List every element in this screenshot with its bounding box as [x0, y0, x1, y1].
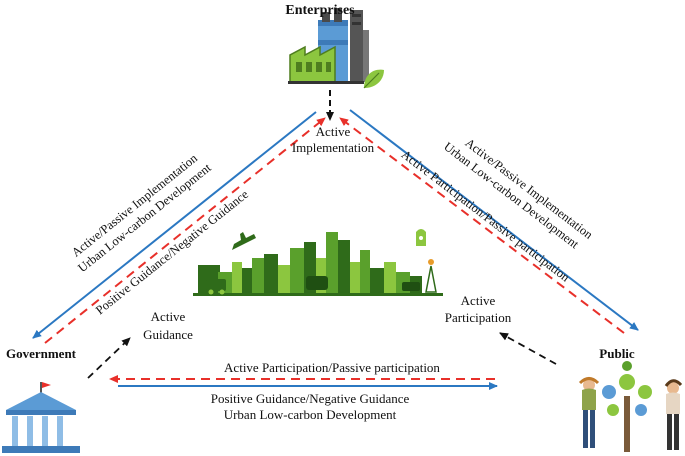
bottom-edge-label-line2: Positive Guidance/Negative Guidance — [211, 391, 410, 406]
public-participation-dashed-arrow — [499, 332, 557, 365]
active-guidance-label-line2: Guidance — [143, 327, 193, 342]
city-skyline-icon — [193, 229, 443, 296]
active-participation-label-line1: Active — [461, 293, 496, 308]
enterprises-factory-icon — [288, 8, 384, 89]
right-edge-label-line1: Active/Passive Implementation — [462, 136, 595, 243]
active-participation-label-line2: Participation — [445, 310, 512, 325]
left-blue-arrow — [32, 111, 317, 339]
enterprises-label: Enterprises — [285, 3, 355, 18]
active-implementation-label-line2: Implementation — [292, 140, 375, 155]
right-blue-arrow — [349, 109, 639, 331]
left-edge-label-line3: Positive Guidance/Negative Guidance — [93, 187, 251, 317]
public-people-tree-icon — [578, 361, 683, 452]
left-edge-label-line2: Urban Low-carbon Development — [75, 160, 214, 275]
government-building-icon — [2, 382, 80, 453]
active-implementation-label-line1: Active — [316, 124, 351, 139]
public-label: Public — [599, 346, 635, 361]
bottom-edge-label-line3: Urban Low-carbon Development — [224, 407, 397, 422]
government-guidance-dashed-arrow — [87, 337, 131, 379]
active-guidance-label-line1: Active — [151, 309, 186, 324]
bottom-edge-label-line1: Active Participation/Passive participati… — [224, 360, 440, 375]
government-label: Government — [6, 346, 77, 361]
